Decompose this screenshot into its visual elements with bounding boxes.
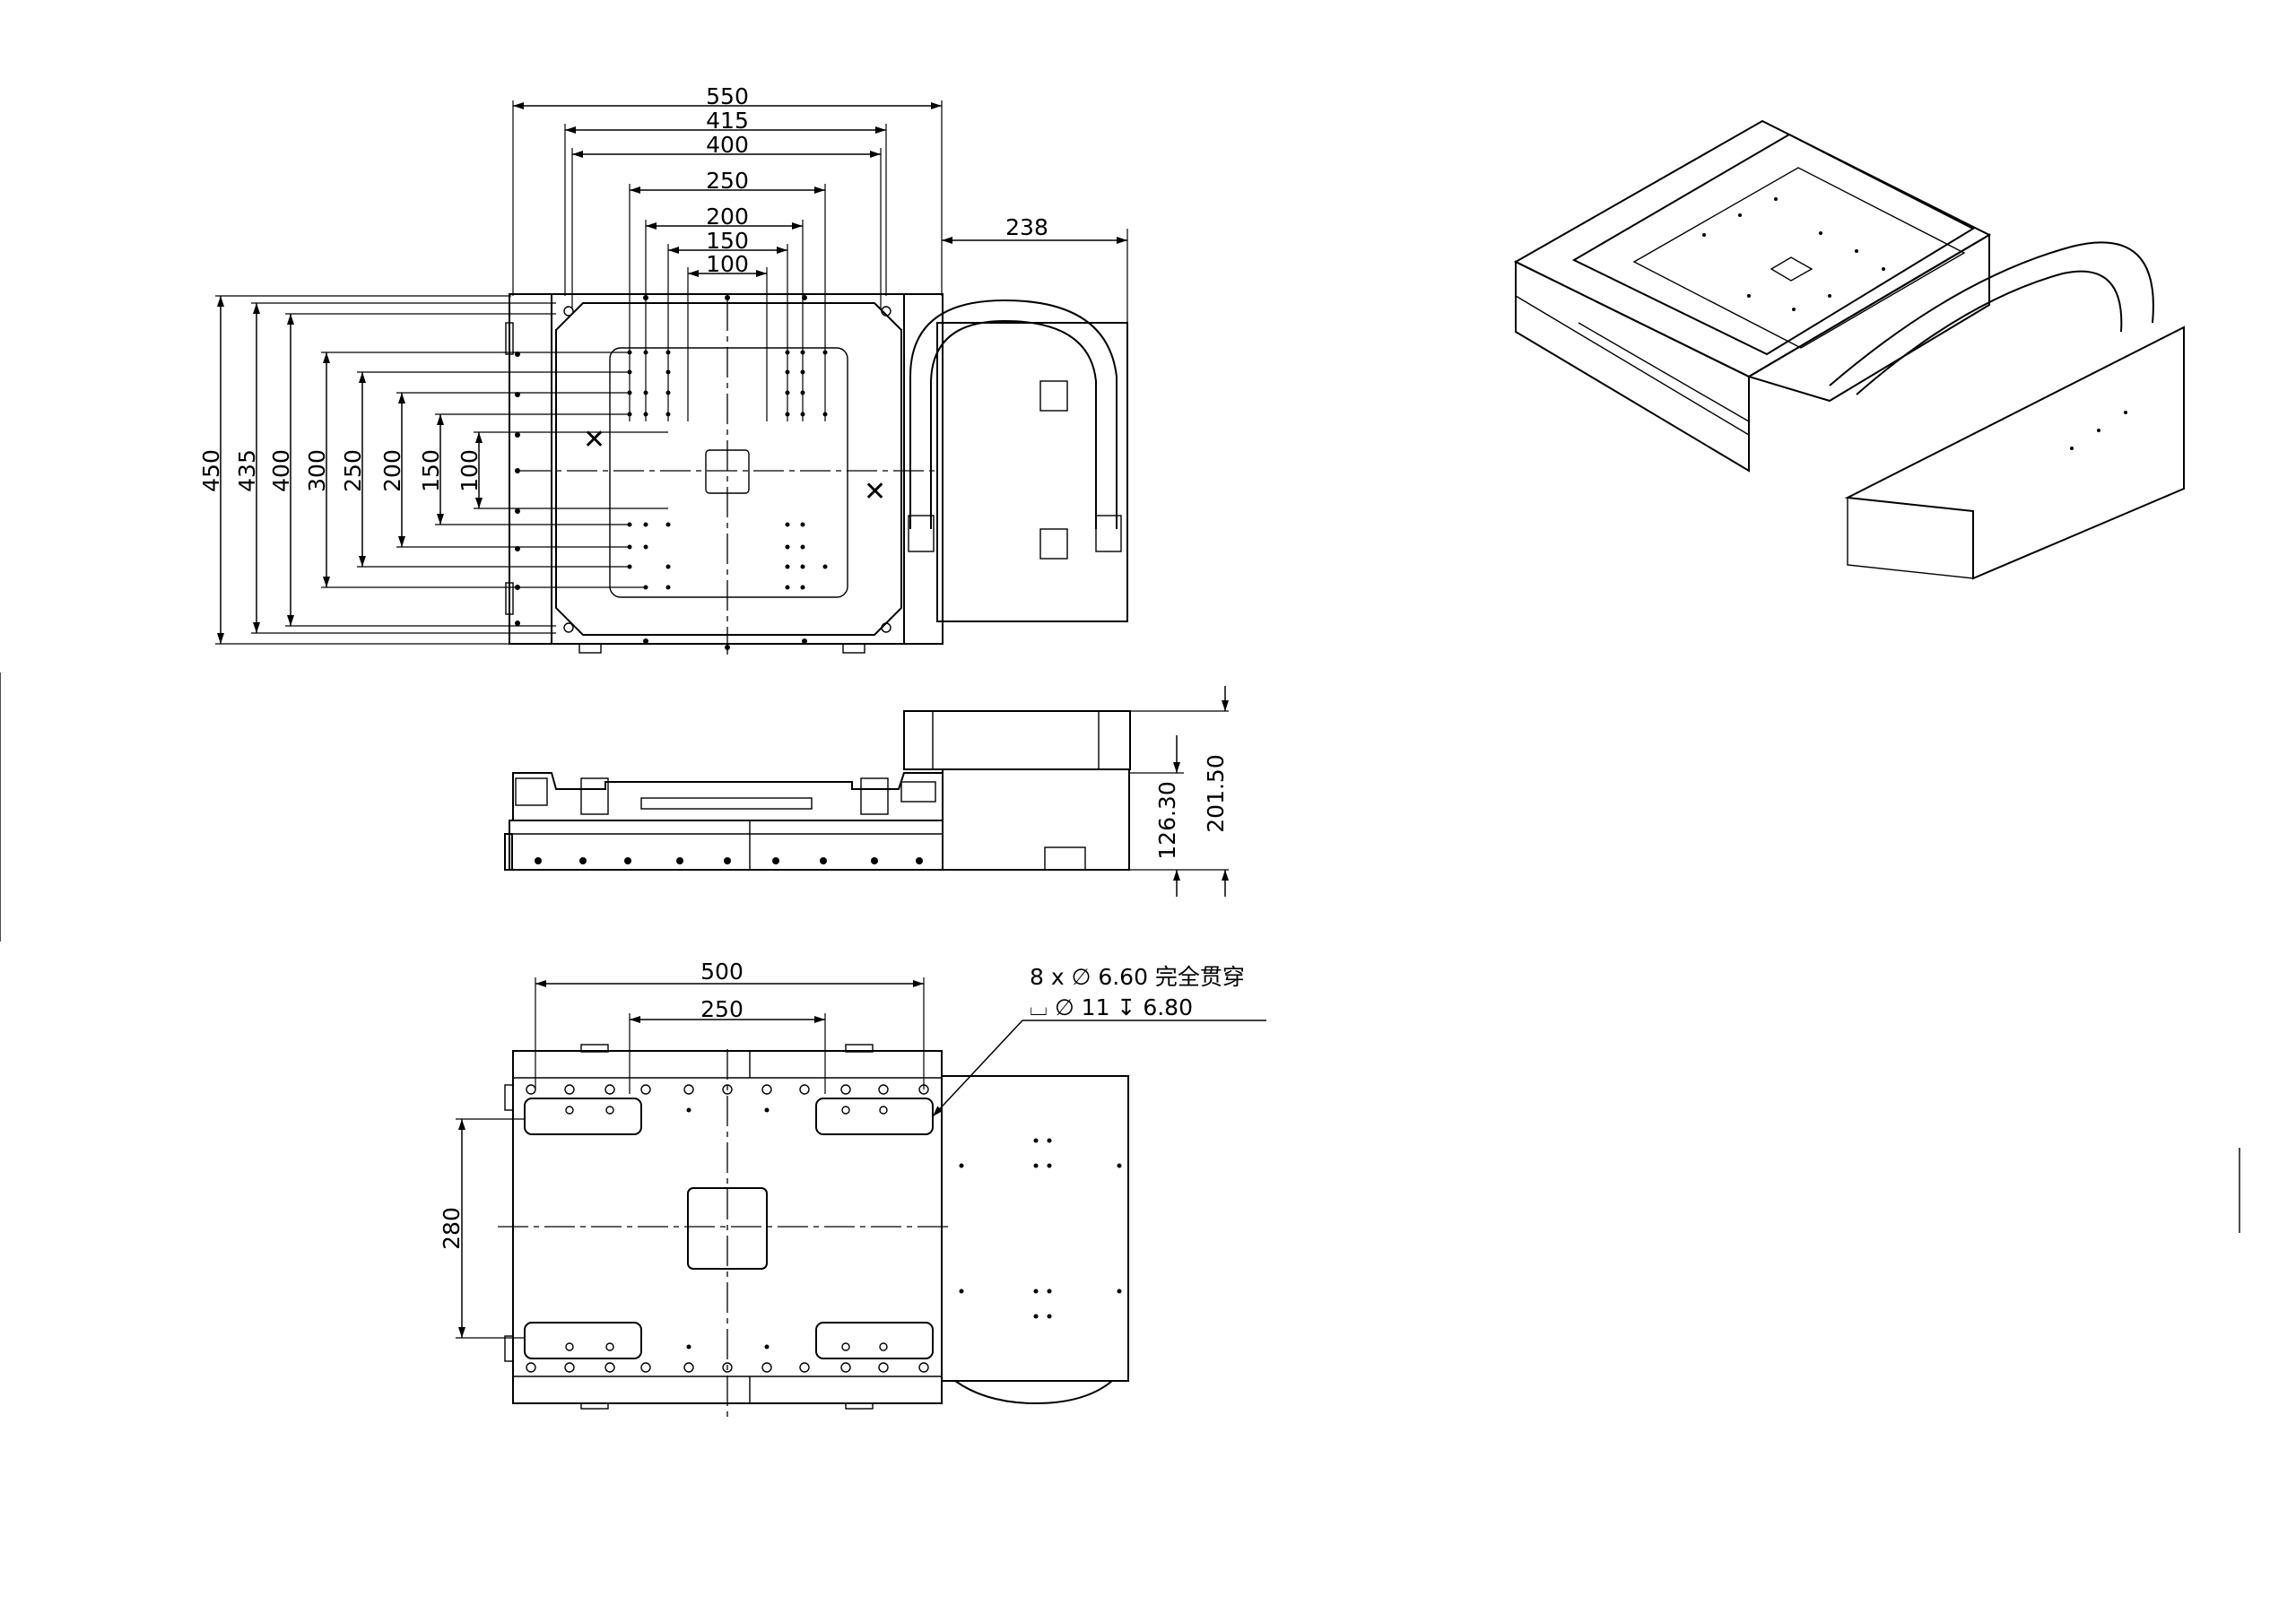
side-view: 126.30 201.50 <box>504 686 1229 897</box>
top-hole-pattern <box>515 295 828 650</box>
dim-400-v: 400 <box>268 449 294 492</box>
hole-callout-line1: 8 x ∅ 6.60 完全贯穿 <box>1030 964 1245 990</box>
dim-238: 238 <box>1005 214 1048 240</box>
hole-callout-line2: ⌴ ∅ 11 ↧ 6.80 <box>1030 994 1193 1020</box>
dim-100: 100 <box>706 251 749 277</box>
bottom-holes <box>526 1084 929 1373</box>
iso-view <box>1513 119 2185 580</box>
dim-400: 400 <box>706 132 749 158</box>
bottom-center-plate <box>687 1187 768 1270</box>
dim-200-v: 200 <box>379 449 405 492</box>
side-holes <box>535 857 923 864</box>
dim-250: 250 <box>706 168 749 194</box>
top-view-dimensions: 550 415 400 250 200 150 100 238 450 <box>198 83 1128 645</box>
iso-base-right <box>1746 233 1990 403</box>
drag-chain-outer <box>909 299 1118 529</box>
dim-500: 500 <box>700 959 744 985</box>
dim-450: 450 <box>198 449 224 492</box>
iso-base-front <box>1515 260 1750 473</box>
carriage-inner-recess <box>609 347 848 598</box>
logo-mark-bottom: ✕ <box>864 476 886 508</box>
iso-holes <box>1702 197 2127 450</box>
mount-pad-bl <box>524 1322 642 1359</box>
dim-550: 550 <box>706 83 749 109</box>
iso-carriage <box>1571 133 1976 356</box>
dim-280: 280 <box>439 1207 465 1250</box>
iso-center-pad <box>1770 256 1813 282</box>
mount-pad-tr <box>815 1098 934 1135</box>
dim-150: 150 <box>706 228 749 254</box>
mount-pad-br <box>815 1322 934 1359</box>
top-view-body <box>509 293 944 645</box>
dim-250-b: 250 <box>700 996 744 1022</box>
dim-435: 435 <box>234 449 260 492</box>
dim-100-v: 100 <box>457 449 483 492</box>
iso-chain-inner <box>1856 270 2123 395</box>
side-carriage <box>512 772 944 820</box>
dim-201-50: 201.50 <box>1203 754 1229 832</box>
dim-250-v: 250 <box>340 449 366 492</box>
bottom-view: 500 250 280 8 x ∅ 6.60 完全贯穿 ⌴ ∅ 11 ↧ 6.8… <box>439 959 1266 1417</box>
iso-housing <box>1844 325 2185 580</box>
dim-300-v: 300 <box>304 449 330 492</box>
dim-126-30: 126.30 <box>1154 781 1180 859</box>
iso-carriage-inner <box>1632 167 1966 349</box>
top-view: ✕ ✕ <box>505 293 1128 655</box>
carriage-plate <box>555 302 902 636</box>
dim-200: 200 <box>706 204 749 230</box>
iso-chain-outer <box>1829 241 2154 386</box>
drag-chain-inner <box>930 319 1097 529</box>
side-chain <box>903 710 1131 770</box>
mount-pad-tl <box>524 1098 642 1135</box>
dim-150-v: 150 <box>418 449 444 492</box>
logo-mark-top: ✕ <box>583 424 605 456</box>
bottom-chain-holes <box>959 1138 1122 1319</box>
dim-415: 415 <box>706 108 749 134</box>
bottom-chain-housing <box>941 1075 1129 1382</box>
drag-chain-housing <box>936 322 1128 622</box>
